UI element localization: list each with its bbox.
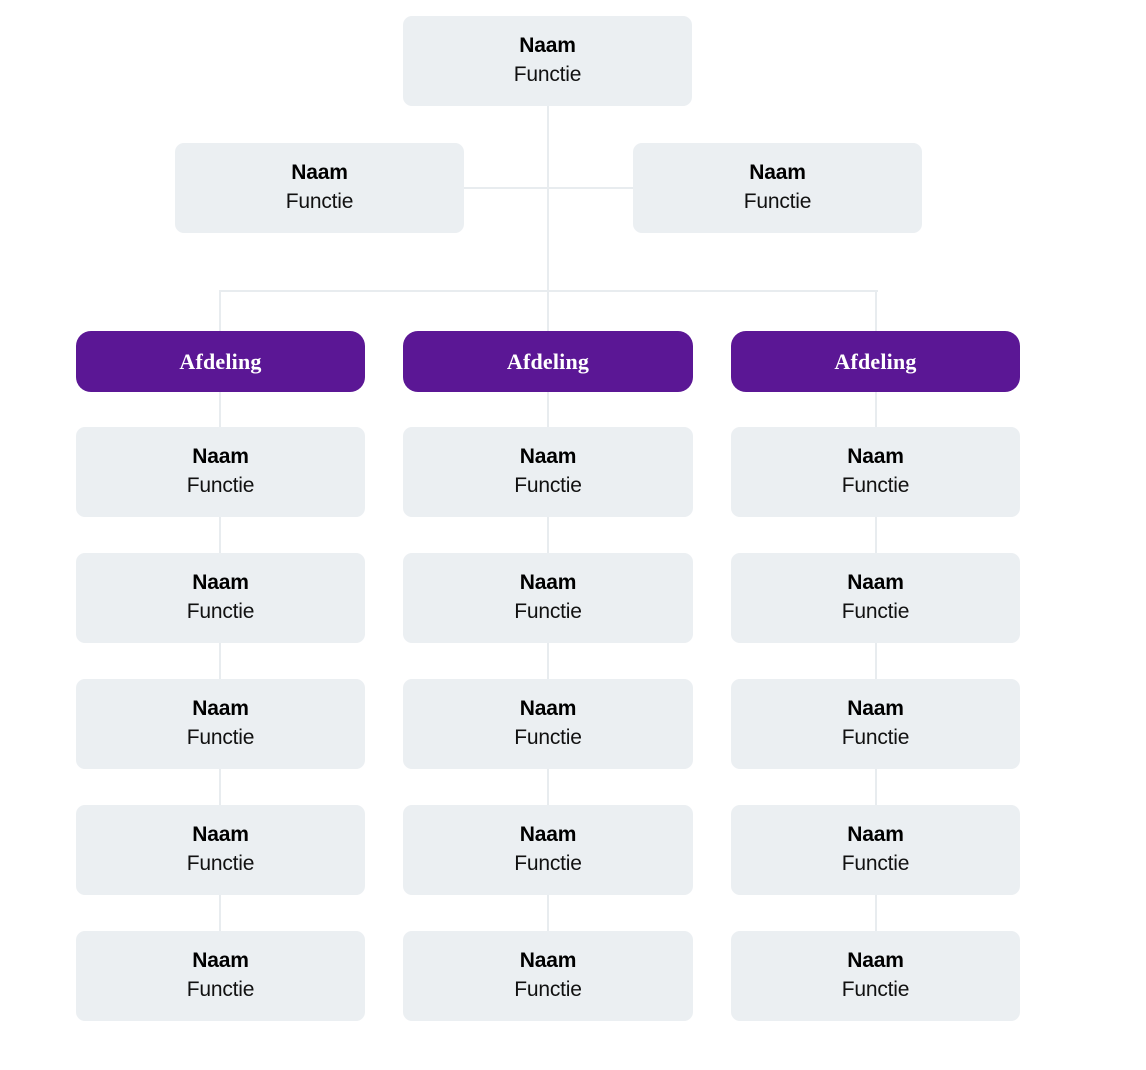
node-assistant-right-name: Naam (749, 160, 806, 184)
department-header-2[interactable]: Afdeling (403, 331, 693, 392)
node-role: Functie (514, 977, 582, 1001)
node-department-1-member-1[interactable]: Naam Functie (76, 427, 365, 517)
node-name: Naam (192, 696, 249, 720)
node-department-3-member-5[interactable]: Naam Functie (731, 931, 1020, 1021)
node-role: Functie (514, 473, 582, 497)
node-department-3-member-1[interactable]: Naam Functie (731, 427, 1020, 517)
node-role: Functie (186, 977, 255, 1001)
node-assistant-right-role: Functie (743, 189, 812, 213)
node-department-3-member-4[interactable]: Naam Functie (731, 805, 1020, 895)
connector-column-1-segment-5 (219, 895, 221, 931)
node-role: Functie (841, 725, 910, 749)
node-role: Functie (514, 599, 582, 623)
node-department-2-member-1[interactable]: Naam Functie (403, 427, 693, 517)
node-department-2-member-2[interactable]: Naam Functie (403, 553, 693, 643)
node-assistant-left[interactable]: Naam Functie (175, 143, 464, 233)
node-department-3-member-3[interactable]: Naam Functie (731, 679, 1020, 769)
connector-column-3-segment-2 (875, 517, 877, 553)
connector-column-1-segment-1 (219, 392, 221, 427)
node-role: Functie (186, 725, 255, 749)
connector-column-3-segment-5 (875, 895, 877, 931)
department-header-1-label: Afdeling (179, 348, 262, 374)
connector-column-2-segment-4 (547, 769, 549, 805)
node-name: Naam (192, 948, 249, 972)
connector-column-3-segment-4 (875, 769, 877, 805)
connector-column-1-segment-4 (219, 769, 221, 805)
connector-column-2-segment-1 (547, 392, 549, 427)
node-role: Functie (841, 851, 910, 875)
node-assistant-right[interactable]: Naam Functie (633, 143, 922, 233)
connector-column-2-segment-5 (547, 895, 549, 931)
department-header-2-label: Afdeling (506, 348, 590, 374)
node-root-name: Naam (519, 33, 576, 57)
node-name: Naam (519, 570, 577, 594)
node-name: Naam (847, 822, 904, 846)
node-department-2-member-3[interactable]: Naam Functie (403, 679, 693, 769)
department-header-3-label: Afdeling (834, 348, 917, 374)
connector-assistant-left (463, 187, 548, 189)
connector-column-2-segment-3 (547, 643, 549, 679)
node-name: Naam (519, 948, 577, 972)
node-name: Naam (847, 696, 904, 720)
node-name: Naam (519, 822, 577, 846)
node-role: Functie (514, 725, 582, 749)
node-name: Naam (847, 570, 904, 594)
node-department-2-member-5[interactable]: Naam Functie (403, 931, 693, 1021)
node-name: Naam (192, 822, 249, 846)
node-department-1-member-3[interactable]: Naam Functie (76, 679, 365, 769)
connector-drop-department-3 (875, 291, 877, 331)
node-role: Functie (186, 851, 255, 875)
node-root-role: Functie (513, 62, 582, 86)
connector-root-trunk (547, 106, 549, 291)
department-header-3[interactable]: Afdeling (731, 331, 1020, 392)
node-department-1-member-2[interactable]: Naam Functie (76, 553, 365, 643)
connector-column-1-segment-3 (219, 643, 221, 679)
node-department-1-member-4[interactable]: Naam Functie (76, 805, 365, 895)
node-name: Naam (192, 570, 249, 594)
connector-drop-department-2 (547, 291, 549, 331)
connector-column-3-segment-1 (875, 392, 877, 427)
node-role: Functie (186, 599, 255, 623)
connector-assistant-right (548, 187, 633, 189)
node-assistant-left-name: Naam (291, 160, 348, 184)
node-name: Naam (519, 696, 577, 720)
node-root[interactable]: Naam Functie (403, 16, 692, 106)
node-name: Naam (847, 444, 904, 468)
department-header-1[interactable]: Afdeling (76, 331, 365, 392)
node-role: Functie (514, 851, 582, 875)
node-role: Functie (841, 473, 910, 497)
node-department-2-member-4[interactable]: Naam Functie (403, 805, 693, 895)
node-role: Functie (186, 473, 255, 497)
node-role: Functie (841, 599, 910, 623)
node-assistant-left-role: Functie (285, 189, 354, 213)
node-department-1-member-5[interactable]: Naam Functie (76, 931, 365, 1021)
connector-column-3-segment-3 (875, 643, 877, 679)
connector-column-2-segment-2 (547, 517, 549, 553)
connector-drop-department-1 (219, 291, 221, 331)
node-name: Naam (192, 444, 249, 468)
node-name: Naam (847, 948, 904, 972)
node-department-3-member-2[interactable]: Naam Functie (731, 553, 1020, 643)
node-role: Functie (841, 977, 910, 1001)
node-name: Naam (519, 444, 577, 468)
connector-column-1-segment-2 (219, 517, 221, 553)
